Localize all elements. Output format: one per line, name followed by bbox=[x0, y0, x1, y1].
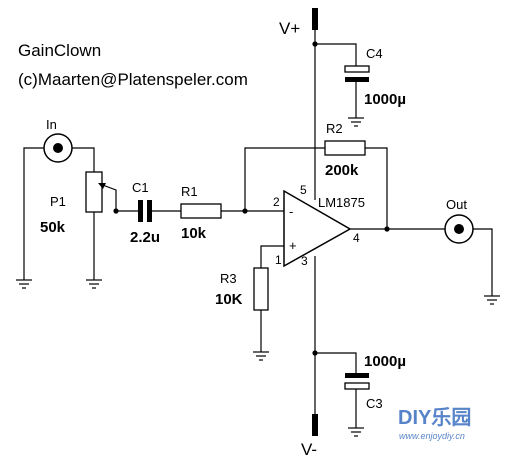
resistor-r2: R2 200k bbox=[324, 121, 366, 179]
wire-noninv-r3 bbox=[260, 245, 284, 268]
c3-plate-positive bbox=[344, 382, 370, 390]
ground-icon bbox=[86, 279, 102, 289]
junction-output bbox=[384, 226, 390, 232]
watermark-url: www.enjoydiy.cn bbox=[399, 431, 465, 441]
capacitor-c3: 1000µ C3 bbox=[344, 353, 406, 411]
c1-plate-left bbox=[138, 200, 143, 222]
opamp-pin-vplus: 5 bbox=[300, 183, 307, 197]
junction-feedback bbox=[242, 208, 248, 214]
input-jack-pin bbox=[53, 143, 63, 153]
opamp-pin-noninv: 1 bbox=[275, 253, 282, 267]
supply-rails: V+ V- bbox=[279, 8, 318, 459]
input-jack-label: In bbox=[46, 117, 57, 132]
c4-plate-positive bbox=[344, 65, 370, 73]
opamp-ref: LM1875 bbox=[318, 195, 365, 210]
wire-out-ground bbox=[473, 228, 493, 296]
resistor-r1: R1 10k bbox=[180, 184, 222, 242]
c1-ref: C1 bbox=[132, 180, 149, 195]
p1-body bbox=[85, 171, 103, 213]
output-jack-label: Out bbox=[446, 197, 467, 212]
p1-ref: P1 bbox=[50, 194, 66, 209]
opamp-sign-noninv: + bbox=[289, 238, 297, 253]
watermark-brand: DIY乐园 bbox=[398, 406, 471, 429]
wires bbox=[23, 30, 493, 428]
c3-ref: C3 bbox=[366, 396, 383, 411]
opamp-sign-inv: - bbox=[289, 204, 293, 219]
p1-wiper-arrow-icon bbox=[98, 183, 106, 189]
r1-body bbox=[180, 203, 222, 219]
output-jack-pin bbox=[454, 224, 464, 234]
p1-wiper bbox=[99, 183, 117, 211]
r2-body bbox=[324, 140, 366, 156]
wire-vminus-c3 bbox=[315, 352, 357, 375]
ground-icon bbox=[348, 117, 364, 127]
opamp-triangle bbox=[283, 189, 352, 268]
resistor-r3: R3 10K bbox=[215, 267, 269, 311]
opamp-pin-vminus: 3 bbox=[301, 254, 308, 268]
junction-vplus bbox=[312, 41, 318, 47]
credit: (c)Maarten@Platenspeler.com bbox=[18, 70, 248, 89]
r1-value: 10k bbox=[181, 225, 207, 242]
wire-in-to-p1 bbox=[72, 147, 95, 172]
opamp: - + LM1875 2 1 4 5 3 bbox=[273, 183, 365, 268]
opamp-pin-out: 4 bbox=[353, 231, 360, 245]
potentiometer-p1: P1 50k bbox=[40, 171, 117, 236]
vminus-label: V- bbox=[301, 440, 317, 459]
ground-icon bbox=[348, 427, 364, 437]
r3-body bbox=[253, 267, 269, 311]
c4-value: 1000µ bbox=[364, 91, 406, 108]
wire-feedback-left bbox=[244, 147, 325, 211]
wire-vplus-c4 bbox=[315, 43, 357, 68]
output-jack: Out bbox=[444, 197, 474, 244]
capacitor-c1: C1 2.2u bbox=[130, 180, 160, 246]
ground-icon bbox=[16, 279, 32, 289]
c4-ref: C4 bbox=[366, 46, 383, 61]
c3-value: 1000µ bbox=[364, 353, 406, 370]
r2-value: 200k bbox=[325, 162, 359, 179]
watermark-logo: DIY乐园 www.enjoydiy.cn bbox=[398, 406, 471, 441]
opamp-pin-inv: 2 bbox=[273, 195, 280, 209]
r3-value: 10K bbox=[215, 291, 243, 308]
vplus-terminal bbox=[312, 8, 318, 30]
r1-ref: R1 bbox=[181, 184, 198, 199]
ground-icon bbox=[253, 351, 269, 361]
wire-feedback-right bbox=[365, 147, 388, 229]
c4-plate-negative bbox=[345, 77, 369, 82]
c1-value: 2.2u bbox=[130, 229, 160, 246]
capacitor-c4: C4 1000µ bbox=[344, 46, 406, 108]
c3-plate-negative bbox=[345, 373, 369, 378]
junctions bbox=[113, 41, 390, 356]
r2-ref: R2 bbox=[326, 121, 343, 136]
r3-ref: R3 bbox=[220, 271, 237, 286]
c1-plate-right bbox=[147, 200, 152, 222]
input-jack: In bbox=[43, 117, 73, 163]
vplus-label: V+ bbox=[279, 19, 300, 38]
ground-icon bbox=[484, 295, 500, 305]
grounds bbox=[16, 117, 500, 437]
vminus-terminal bbox=[312, 414, 318, 436]
title: GainClown bbox=[18, 41, 101, 60]
p1-value: 50k bbox=[40, 219, 66, 236]
junction-vminus bbox=[312, 350, 318, 356]
